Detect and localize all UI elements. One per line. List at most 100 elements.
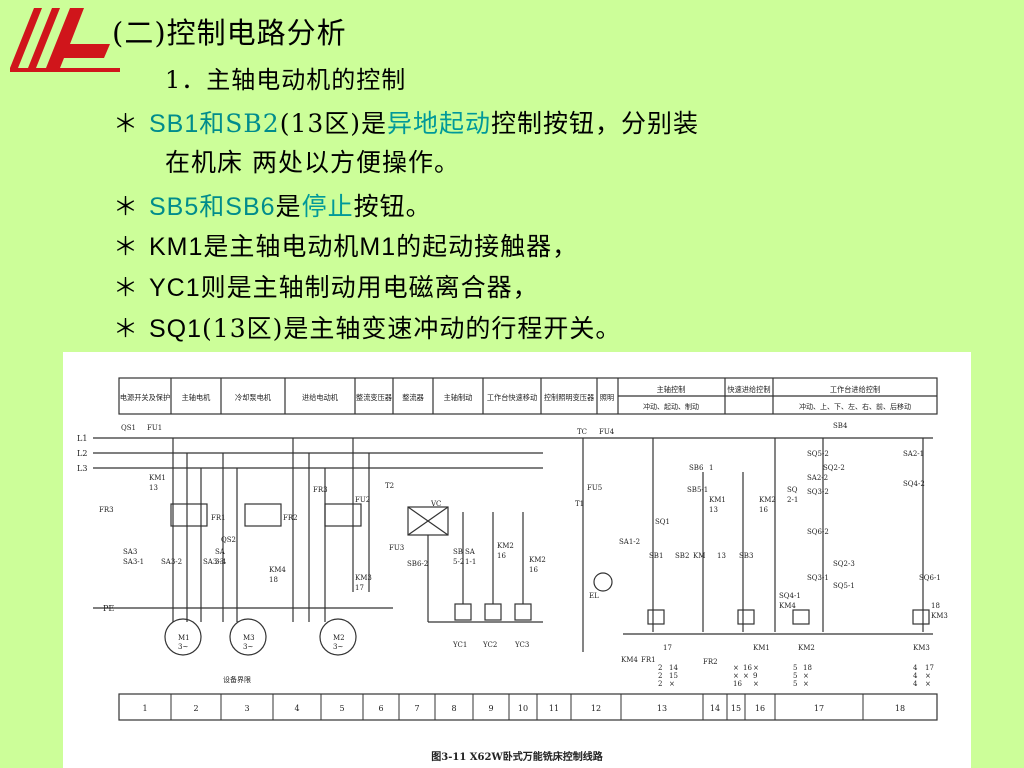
component-label: 16 bbox=[497, 552, 506, 560]
bullet-star: ＊ bbox=[113, 232, 140, 261]
contact-number: × bbox=[753, 680, 759, 688]
component-label: SA2-2 bbox=[807, 474, 828, 482]
component-label: SB5-1 bbox=[687, 486, 708, 494]
contact-number: 15 bbox=[669, 672, 678, 680]
component-label: FR3 bbox=[313, 486, 328, 494]
contact-number: × bbox=[753, 664, 759, 672]
component-label: KM2 bbox=[798, 644, 815, 652]
bullet-text: (13区)是主轴变速冲动的行程开关。 bbox=[202, 314, 622, 343]
component-label: M3 bbox=[243, 634, 255, 642]
header-cell: 快速进给控制 bbox=[727, 385, 770, 394]
term-shi: 是 bbox=[275, 192, 302, 221]
header-cell: 主轴制动 bbox=[444, 393, 473, 402]
header-cell: 工作台快速移动 bbox=[487, 393, 537, 402]
component-label: SQ bbox=[787, 486, 798, 494]
header-cell: 工作台进给控制 bbox=[830, 385, 880, 394]
bullet-text: 按钮。 bbox=[353, 192, 432, 221]
component-label: SA3-2 bbox=[161, 558, 182, 566]
component-label: KM4 bbox=[269, 566, 286, 574]
bullet-sq1: ＊ SQ1(13区)是主轴变速冲动的行程开关。 bbox=[113, 309, 621, 345]
term-area: (13区) bbox=[279, 109, 362, 138]
component-label: 17 bbox=[663, 644, 672, 652]
component-label: 3-4 bbox=[215, 558, 227, 566]
component-label: KM1 bbox=[753, 644, 770, 652]
component-label: 3~ bbox=[333, 643, 343, 651]
component-label: SQ2-2 bbox=[823, 464, 845, 472]
contact-number: 9 bbox=[753, 672, 757, 680]
component-label: 1-1 bbox=[465, 558, 476, 566]
component-label: TC bbox=[577, 428, 587, 436]
zone-number: 8 bbox=[451, 704, 456, 713]
line-label: L1 bbox=[77, 434, 87, 443]
component-label: KM1 bbox=[149, 474, 166, 482]
section-title: (二)控制电路分析 bbox=[112, 16, 347, 50]
term-sb2: SB2 bbox=[225, 109, 280, 138]
component-label: SB3 bbox=[739, 552, 753, 560]
zone-number: 13 bbox=[657, 704, 667, 713]
component-label: FR1 bbox=[641, 656, 656, 664]
contact-number: × bbox=[733, 664, 739, 672]
bullet-km1: ＊KM1是主轴电动机M1的起动接触器， bbox=[113, 227, 578, 263]
component-label: SQ4-2 bbox=[903, 480, 925, 488]
zone-number: 9 bbox=[488, 704, 493, 713]
component-label: SA1-2 bbox=[619, 538, 640, 546]
component-label: 13 bbox=[149, 484, 158, 492]
contact-number: 5 bbox=[793, 672, 797, 680]
bullet-sb5-sb6: ＊SB5和SB6是停止按钮。 bbox=[113, 187, 432, 223]
diagram-caption: 图3-11 X62W卧式万能铣床控制线路 bbox=[431, 750, 603, 763]
component-label: FU3 bbox=[389, 544, 404, 552]
component-label: SQ3-1 bbox=[807, 574, 829, 582]
component-label: SB6 bbox=[689, 464, 704, 472]
component-label: KM3 bbox=[913, 644, 930, 652]
term-sb6: SB6 bbox=[225, 193, 276, 221]
component-label: SB4 bbox=[833, 422, 848, 430]
component-label: QS2 bbox=[221, 536, 236, 544]
zone-number: 12 bbox=[591, 704, 601, 713]
component-label: SB6-2 bbox=[407, 560, 428, 568]
zone-number: 15 bbox=[731, 704, 741, 713]
component-label: SA bbox=[465, 548, 476, 556]
component-label: KM3 bbox=[355, 574, 372, 582]
header-sub: 冲动、上、下、左、右、前、后移动 bbox=[799, 402, 911, 411]
contact-number: 18 bbox=[803, 664, 812, 672]
component-label: SA3 bbox=[123, 548, 137, 556]
component-label: KM4 bbox=[779, 602, 796, 610]
bullet-star: ＊ bbox=[113, 192, 140, 221]
component-label: SQ6-1 bbox=[919, 574, 941, 582]
header-sub: 冲动、起动、制动 bbox=[643, 402, 699, 411]
component-label: KM2 bbox=[759, 496, 776, 504]
term-he: 和 bbox=[199, 109, 226, 138]
header-cell: 主轴控制 bbox=[657, 385, 686, 394]
component-label: SQ6-2 bbox=[807, 528, 829, 536]
contact-number: × bbox=[803, 672, 809, 680]
component-label: 17 bbox=[355, 584, 364, 592]
contact-number: × bbox=[925, 680, 931, 688]
component-label: KM bbox=[693, 552, 705, 560]
component-label: YC3 bbox=[514, 641, 529, 649]
line-label: PE bbox=[103, 604, 114, 613]
component-label: YC2 bbox=[482, 641, 497, 649]
term-sq1: SQ1 bbox=[149, 315, 203, 343]
term-sb1: SB1 bbox=[149, 110, 200, 138]
component-label: QS1 bbox=[121, 424, 136, 432]
component-label: 设备界限 bbox=[223, 675, 251, 684]
header-cell: 控制照明变压器 bbox=[544, 393, 594, 402]
contact-number: 4 bbox=[913, 680, 918, 688]
component-label: FU2 bbox=[355, 496, 370, 504]
bullet-text: 控制按钮，分别装 bbox=[491, 109, 700, 138]
component-label: FR3 bbox=[99, 506, 114, 514]
bullet-text: 的起动接触器， bbox=[396, 232, 579, 261]
component-label: 5-2 bbox=[453, 558, 464, 566]
contact-number: 17 bbox=[925, 664, 934, 672]
header-cell: 电源开关及保护 bbox=[120, 393, 170, 402]
bullet-star: ＊ bbox=[113, 314, 140, 343]
header-cell: 整流器 bbox=[402, 393, 424, 402]
component-label: 3~ bbox=[243, 643, 253, 651]
component-label: KM2 bbox=[529, 556, 546, 564]
circuit-svg: 电源开关及保护主轴电机冷却泵电机进给电动机整流变压器整流器主轴制动工作台快速移动… bbox=[77, 377, 948, 763]
bullet-star: ＊ bbox=[113, 109, 140, 138]
component-label: SB1 bbox=[649, 552, 663, 560]
component-label: KM1 bbox=[709, 496, 726, 504]
contact-number: 5 bbox=[793, 664, 797, 672]
contact-number: 2 bbox=[658, 680, 662, 688]
